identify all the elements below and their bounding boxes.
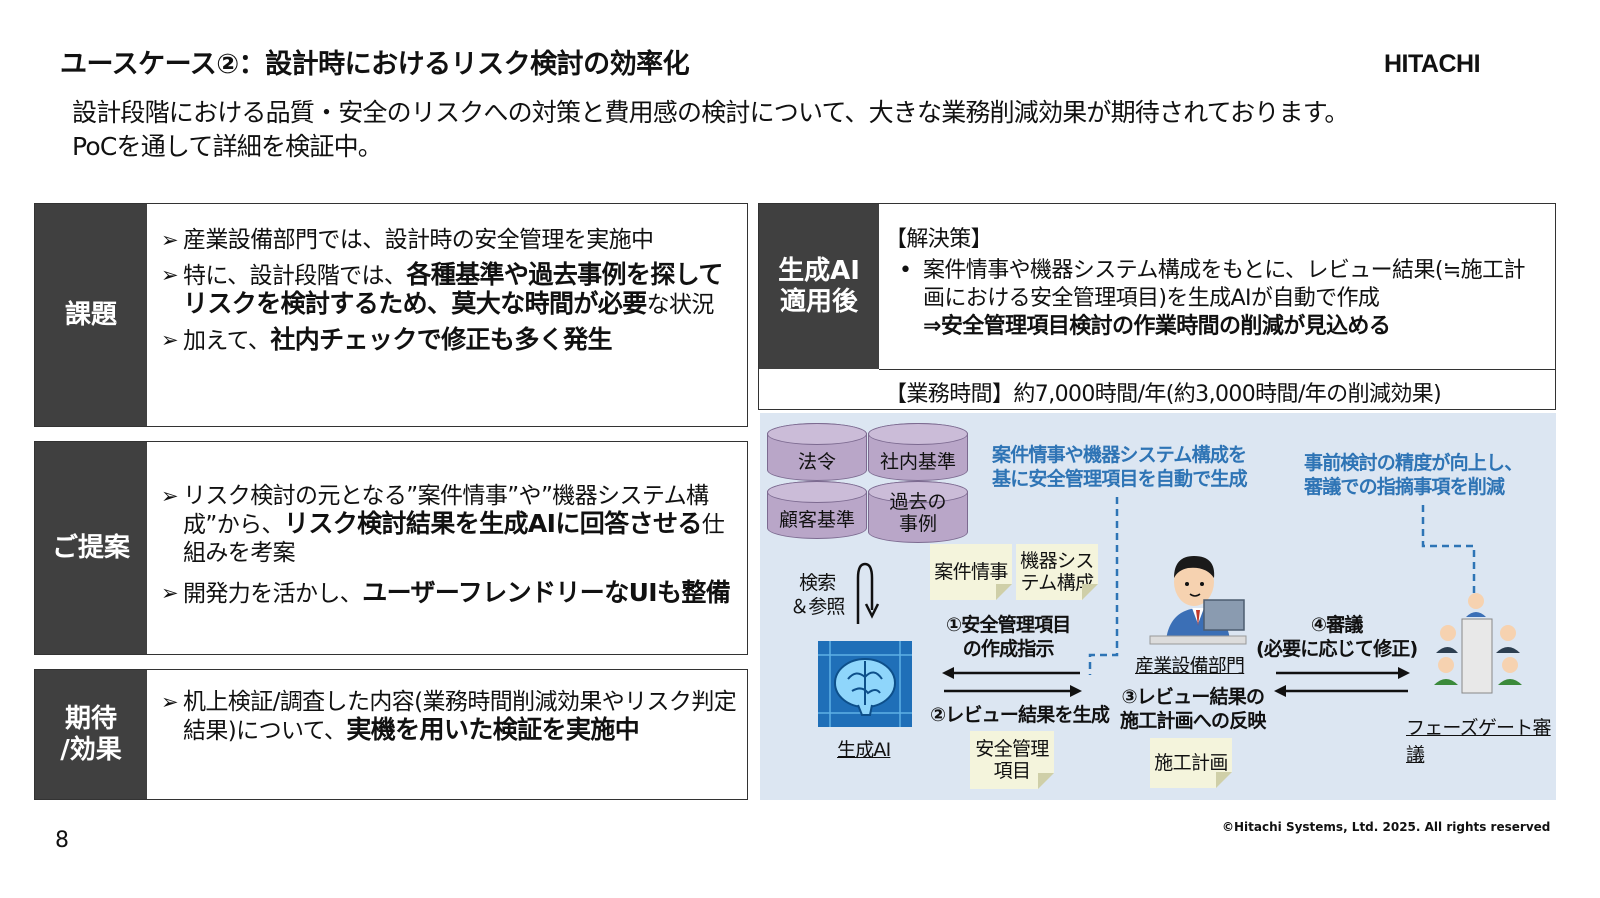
exchange-arrows-left <box>942 667 1082 697</box>
arrow-bullet-icon: ➢ <box>161 328 179 352</box>
effect-box: 期待/効果 ➢ 机上検証/調査した内容(業務時間削減効果やリスク判定結果)につい… <box>34 669 748 800</box>
proposal-bullet-2-bold: ユーザーフレンドリーなUIも整備 <box>362 578 731 607</box>
arrow-bullet-icon: ➢ <box>161 263 179 287</box>
issue-bullet-2: ➢ 特に、設計段階では、各種基準や過去事例を探してリスクを検討するため、莫大な時… <box>161 261 739 319</box>
copyright: ©Hitachi Systems, Ltd. 2025. All rights … <box>1222 820 1551 834</box>
proposal-bullet-2-text: 開発力を活かし、 <box>183 581 363 607</box>
workflow-diagram: 法令 社内基準 顧客基準 過去の事例 検索＆参照 案件情事 機器システム構成 案… <box>760 413 1556 800</box>
note-construction-plan: 施工計画 <box>1150 738 1232 788</box>
solution-content: 【解決策】 • 案件情事や機器システム構成をもとに、レビュー結果(≒施工計画にお… <box>885 226 1545 341</box>
effect-bullet-1-text: 机上検証/調査した内容(業務時間削減効果やリスク判定結果)について、 <box>183 689 737 744</box>
arrow-bullet-icon: ➢ <box>161 228 179 252</box>
issue-box: 課題 ➢ 産業設備部門では、設計時の安全管理を実施中 ➢ 特に、設計段階では、各… <box>34 203 748 427</box>
arrow-bullet-icon: ➢ <box>161 690 179 714</box>
subtitle-line-2: PoCを通して詳細を検証中。 <box>72 132 383 161</box>
slide-subtitle: 設計段階における品質・安全のリスクへの対策と費用感の検討について、大きな業務削減… <box>72 96 1512 164</box>
business-time: 【業務時間】約7,000時間/年(約3,000時間/年の削減効果) <box>885 382 1442 407</box>
arrow-bullet-icon: ➢ <box>161 484 179 508</box>
ai-box-divider <box>879 369 1555 370</box>
db-past-cases: 過去の事例 <box>867 480 968 543</box>
effect-content: ➢ 机上検証/調査した内容(業務時間削減効果やリスク判定結果)について、実機を用… <box>161 688 739 752</box>
hitachi-logo: HITACHI <box>1384 50 1481 78</box>
proposal-label: ご提案 <box>35 442 147 654</box>
proposal-bullet-1-bold: リスク検討結果を生成AIに回答させる <box>283 509 702 538</box>
effect-label: 期待/効果 <box>35 670 147 799</box>
phase-gate-caption: フェーズゲート審議 <box>1406 717 1551 766</box>
exchange-arrows-right <box>1274 667 1410 697</box>
issue-content: ➢ 産業設備部門では、設計時の安全管理を実施中 ➢ 特に、設計段階では、各種基準… <box>161 226 739 362</box>
solution-bullet-dot: • <box>899 258 912 283</box>
subtitle-line-1: 設計段階における品質・安全のリスクへの対策と費用感の検討について、大きな業務削減… <box>72 98 1349 127</box>
proposal-bullet-1-post: 仕組みを考案 <box>183 512 725 566</box>
ai-caption: 生成AI <box>837 739 891 761</box>
page-number: 8 <box>55 828 69 853</box>
issue-bullet-3-text: 加えて、 <box>183 328 271 354</box>
note-case-info: 案件情事 <box>930 544 1012 600</box>
note-safety-items: 安全管理項目 <box>970 731 1054 789</box>
meeting-group-icon <box>1434 593 1522 694</box>
issue-bullet-3: ➢ 加えて、社内チェックで修正も多く発生 <box>161 326 739 355</box>
step3-label: ③レビュー結果の施工計画への反映 <box>1120 686 1266 732</box>
proposal-box: ご提案 ➢ リスク検討の元となる”案件情事”や”機器システム構成”から、リスク検… <box>34 441 748 655</box>
solution-bullet: • 案件情事や機器システム構成をもとに、レビュー結果(≒施工計画における安全管理… <box>885 257 1545 341</box>
arrow-bullet-icon: ➢ <box>161 581 179 605</box>
issue-bullet-1: ➢ 産業設備部門では、設計時の安全管理を実施中 <box>161 226 739 254</box>
search-loop-arrow-icon <box>856 562 880 624</box>
solution-heading: 【解決策】 <box>885 227 993 252</box>
blue-note-auto-generate: 案件情事や機器システム構成を基に安全管理項目を自動で生成 <box>992 444 1248 490</box>
issue-bullet-3-bold: 社内チェックで修正も多く発生 <box>270 325 612 354</box>
effect-bullet-1: ➢ 机上検証/調査した内容(業務時間削減効果やリスク判定結果)について、実機を用… <box>161 688 739 745</box>
step2-label: ②レビュー結果を生成 <box>930 704 1110 726</box>
note-equipment-config: 機器システム構成 <box>1016 544 1098 600</box>
dashed-connectors <box>1088 497 1476 675</box>
proposal-bullet-1-text: リスク検討の元となる”案件情事”や”機器システム構成”から、 <box>183 483 709 538</box>
blue-note-accuracy: 事前検討の精度が向上し、審議での指摘事項を削減 <box>1304 452 1523 498</box>
search-reference-label: 検索＆参照 <box>790 572 845 618</box>
db-internal-standards: 社内基準 <box>867 422 968 481</box>
db-law: 法令 <box>766 422 867 481</box>
department-caption: 産業設備部門 <box>1135 655 1245 677</box>
solution-result: ⇒安全管理項目検討の作業時間の削減が見込める <box>923 314 1391 339</box>
step4-label: ④審議(必要に応じて修正) <box>1256 614 1418 660</box>
issue-label: 課題 <box>35 204 147 426</box>
step1-label: ①安全管理項目の作成指示 <box>946 614 1071 660</box>
issue-bullet-2-text: 特に、設計段階では、 <box>183 263 407 289</box>
db-customer-standards: 顧客基準 <box>766 480 867 539</box>
proposal-bullet-1: ➢ リスク検討の元となる”案件情事”や”機器システム構成”から、リスク検討結果を… <box>161 482 739 567</box>
issue-bullet-2-bold: 各種基準や過去事例を探してリスクを検討するため、莫大な時間が必要 <box>183 260 723 318</box>
issue-bullet-1-text: 産業設備部門では、設計時の安全管理を実施中 <box>183 227 654 253</box>
issue-bullet-2-post: な状況 <box>646 292 715 318</box>
effect-bullet-1-bold: 実機を用いた検証を実施中 <box>346 715 640 744</box>
proposal-bullet-2: ➢ 開発力を活かし、ユーザーフレンドリーなUIも整備 <box>161 579 739 608</box>
engineer-person-icon <box>1149 556 1247 645</box>
proposal-content: ➢ リスク検討の元となる”案件情事”や”機器システム構成”から、リスク検討結果を… <box>161 482 739 615</box>
slide-title: ユースケース②：設計時におけるリスク検討の効率化 <box>60 49 690 80</box>
ai-brain-icon <box>818 641 912 727</box>
solution-text: 案件情事や機器システム構成をもとに、レビュー結果(≒施工計画における安全管理項目… <box>923 258 1525 311</box>
